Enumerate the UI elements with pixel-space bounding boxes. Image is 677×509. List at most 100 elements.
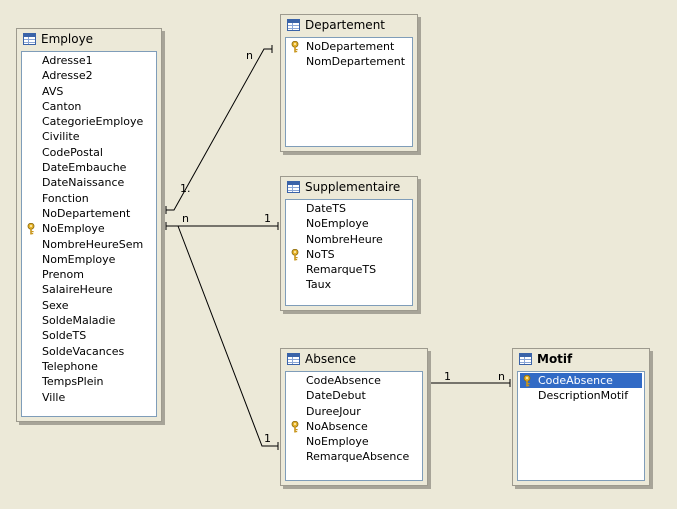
field-name: DateNaissance bbox=[42, 176, 125, 190]
field-row[interactable]: Telephone bbox=[22, 359, 156, 374]
table-title: Supplementaire bbox=[305, 180, 401, 194]
field-row[interactable]: NomDepartement bbox=[286, 54, 412, 69]
field-name: Civilite bbox=[42, 130, 80, 144]
field-row[interactable]: NoEmploye bbox=[286, 434, 422, 449]
table-icon bbox=[287, 19, 300, 31]
field-name: RemarqueAbsence bbox=[306, 450, 410, 464]
relation-line-employe-absence[interactable] bbox=[177, 225, 278, 447]
field-name: RemarqueTS bbox=[306, 263, 377, 277]
field-row[interactable]: CategorieEmploye bbox=[22, 114, 156, 129]
primary-key-icon bbox=[27, 223, 35, 235]
card-label-emp-sup-to: 1 bbox=[264, 212, 271, 225]
field-row[interactable]: NoEmploye bbox=[22, 221, 156, 236]
table-header[interactable]: Departement bbox=[281, 15, 417, 35]
table-header[interactable]: Motif bbox=[513, 349, 649, 369]
primary-key-icon bbox=[291, 420, 299, 433]
card-label-emp-abs-to: 1 bbox=[264, 432, 271, 445]
table-title: Absence bbox=[305, 352, 357, 366]
field-row[interactable]: RemarqueAbsence bbox=[286, 449, 422, 464]
field-row[interactable]: Fonction bbox=[22, 191, 156, 206]
field-name: Adresse2 bbox=[42, 69, 93, 83]
primary-key-icon bbox=[523, 374, 531, 387]
field-name: CodePostal bbox=[42, 145, 103, 159]
field-name: TempsPlein bbox=[42, 375, 104, 389]
primary-key-icon bbox=[291, 40, 299, 53]
field-name: DateDebut bbox=[306, 389, 366, 403]
field-name: NoDepartement bbox=[306, 40, 395, 53]
field-name: SalaireHeure bbox=[42, 283, 113, 297]
field-row[interactable]: Sexe bbox=[22, 298, 156, 313]
field-row[interactable]: NomEmploye bbox=[22, 252, 156, 267]
field-name: NoTS bbox=[306, 247, 335, 261]
field-row[interactable]: NoTS bbox=[286, 247, 412, 262]
field-row[interactable]: Prenom bbox=[22, 267, 156, 282]
field-row[interactable]: DescriptionMotif bbox=[518, 388, 644, 403]
field-row[interactable]: Taux bbox=[286, 277, 412, 292]
field-row[interactable]: AVS bbox=[22, 84, 156, 99]
field-row[interactable]: CodeAbsence bbox=[520, 373, 642, 389]
field-name: NoEmploye bbox=[306, 217, 369, 231]
field-name: SoldeTS bbox=[42, 329, 87, 343]
field-name: CodeAbsence bbox=[306, 374, 381, 387]
table-title: Departement bbox=[305, 18, 385, 32]
table-header[interactable]: Employe bbox=[17, 29, 161, 49]
field-name: NombreHeure bbox=[306, 232, 383, 246]
field-row[interactable]: Adresse2 bbox=[22, 68, 156, 83]
field-name: DescriptionMotif bbox=[538, 389, 629, 403]
relation-line-employe-departement[interactable] bbox=[166, 48, 272, 211]
table-icon bbox=[519, 353, 532, 365]
field-row[interactable]: DureeJour bbox=[286, 404, 422, 419]
table-title: Employe bbox=[41, 32, 94, 46]
field-name: NomEmploye bbox=[42, 252, 116, 266]
table-header[interactable]: Absence bbox=[281, 349, 427, 369]
field-row[interactable]: DateDebut bbox=[286, 388, 422, 403]
field-name: Adresse1 bbox=[42, 54, 93, 67]
table-icon bbox=[23, 33, 36, 45]
field-row[interactable]: CodeAbsence bbox=[286, 373, 422, 388]
card-label-abs-mot-from: 1 bbox=[444, 370, 451, 383]
field-row[interactable]: NombreHeure bbox=[286, 232, 412, 247]
field-row[interactable]: TempsPlein bbox=[22, 374, 156, 389]
field-name: SoldeVacances bbox=[42, 344, 125, 358]
field-row[interactable]: CodePostal bbox=[22, 145, 156, 160]
field-row[interactable]: SoldeVacances bbox=[22, 344, 156, 359]
field-row[interactable]: Civilite bbox=[22, 129, 156, 144]
field-row[interactable]: Adresse1 bbox=[22, 53, 156, 68]
field-name: Canton bbox=[42, 99, 82, 113]
field-row[interactable]: DateTS bbox=[286, 201, 412, 216]
field-name: DateTS bbox=[306, 202, 346, 215]
field-row[interactable]: NombreHeureSem bbox=[22, 237, 156, 252]
field-row[interactable]: DateEmbauche bbox=[22, 160, 156, 175]
field-row[interactable]: NoDepartement bbox=[286, 39, 412, 54]
field-name: NoAbsence bbox=[306, 419, 368, 433]
field-name: SoldeMaladie bbox=[42, 314, 116, 328]
field-name: Taux bbox=[306, 278, 332, 292]
field-row[interactable]: Ville bbox=[22, 390, 156, 405]
field-row[interactable]: Canton bbox=[22, 99, 156, 114]
field-row[interactable]: SoldeTS bbox=[22, 328, 156, 343]
field-row[interactable]: SalaireHeure bbox=[22, 282, 156, 297]
field-row[interactable]: NoAbsence bbox=[286, 419, 422, 434]
field-name: CodeAbsence bbox=[538, 374, 613, 387]
field-name: NoEmploye bbox=[306, 435, 369, 449]
field-row[interactable]: NoDepartement bbox=[22, 206, 156, 221]
field-row[interactable]: NoEmploye bbox=[286, 216, 412, 231]
field-name: Prenom bbox=[42, 268, 84, 282]
field-name: AVS bbox=[42, 84, 64, 98]
field-row[interactable]: SoldeMaladie bbox=[22, 313, 156, 328]
field-name: Ville bbox=[42, 390, 66, 404]
field-row[interactable]: RemarqueTS bbox=[286, 262, 412, 277]
table-header[interactable]: Supplementaire bbox=[281, 177, 417, 197]
field-row[interactable]: DateNaissance bbox=[22, 175, 156, 190]
